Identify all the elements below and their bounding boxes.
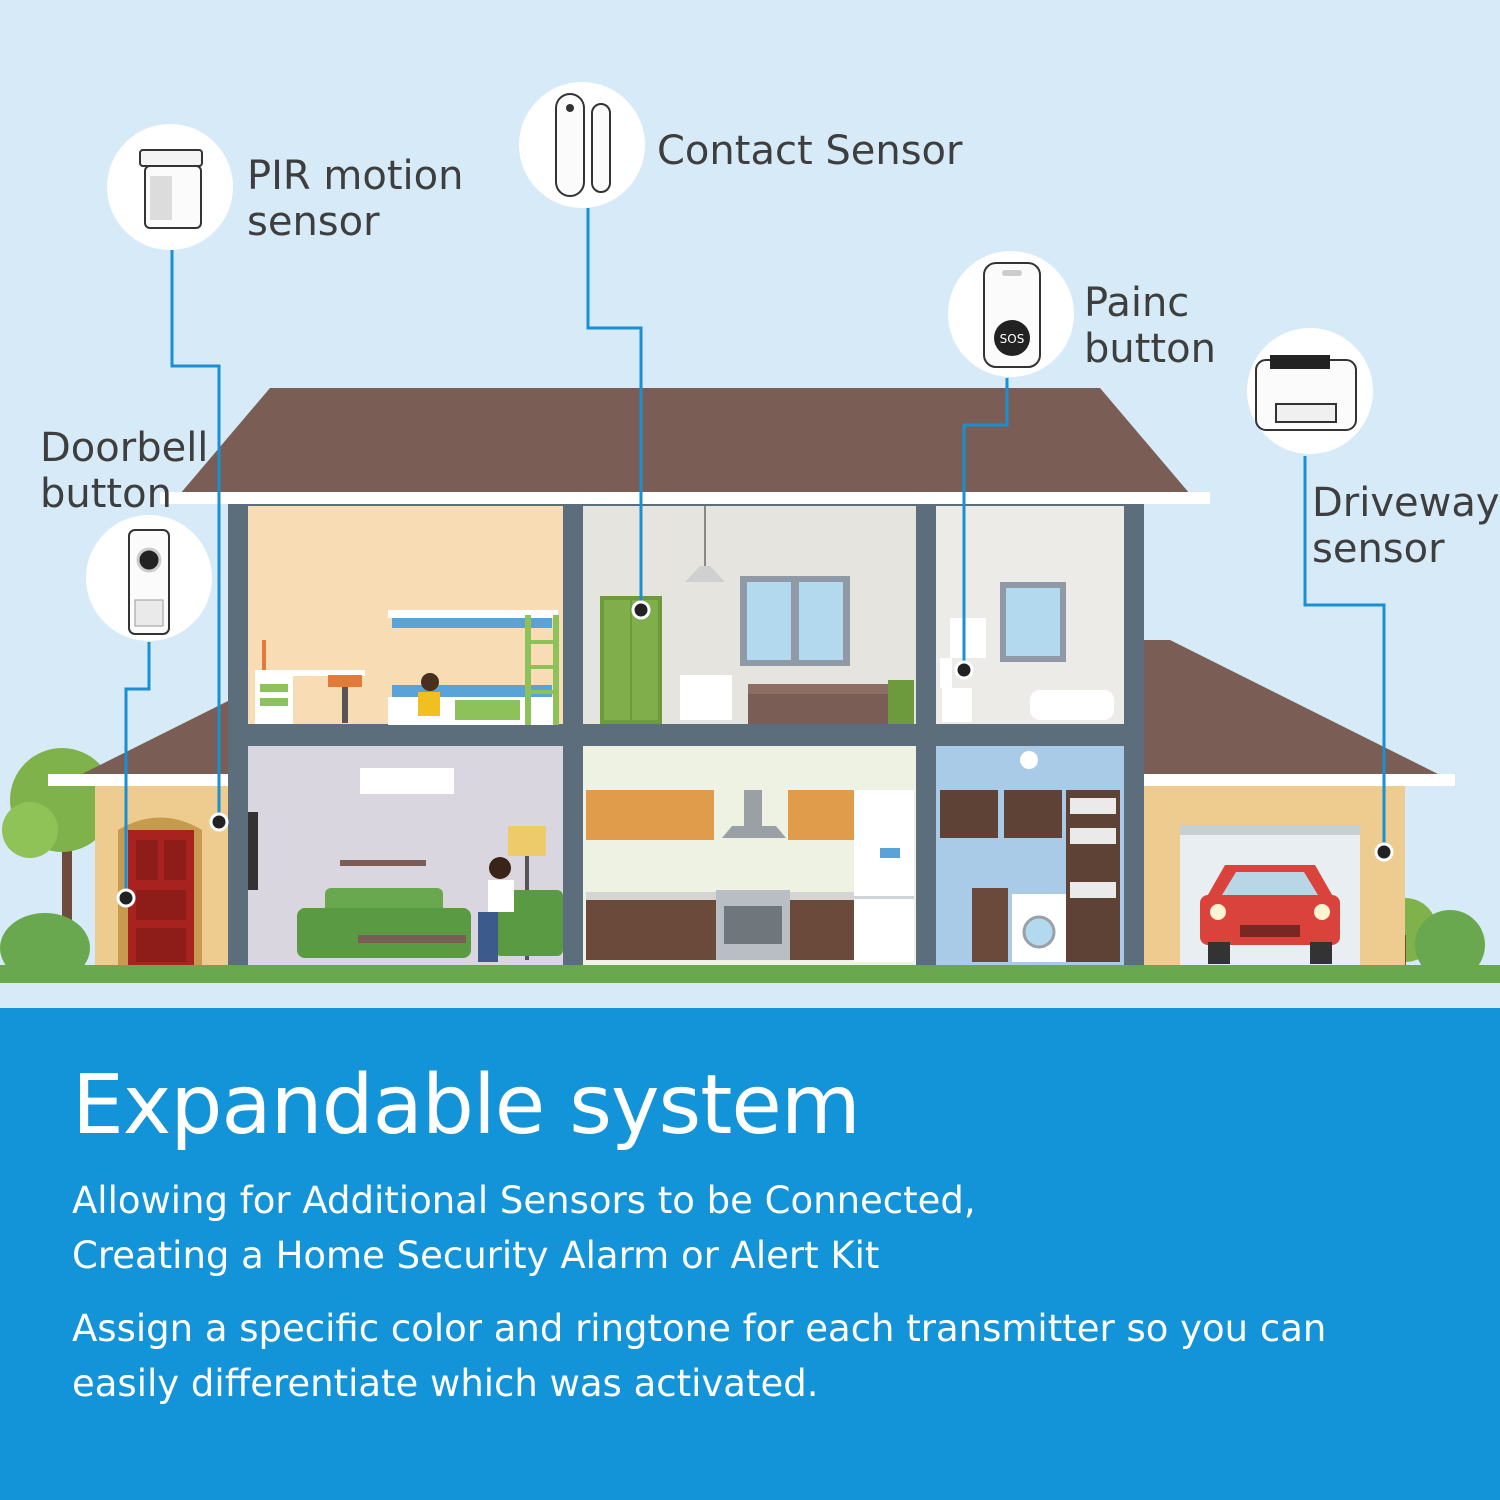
- child-figure: [418, 673, 440, 716]
- contact-sensor-icon: [555, 93, 611, 197]
- connector-lines: [124, 208, 1386, 898]
- towel-radiator: [950, 618, 986, 658]
- pir-connector: [170, 250, 221, 822]
- woman-figure: [478, 857, 514, 962]
- desk: [255, 640, 365, 724]
- banner-description: Assign a specific color and ringtone for…: [72, 1301, 1326, 1411]
- bed: [748, 684, 888, 724]
- panic-button-label: Painc button: [1084, 280, 1216, 372]
- info-banner: Expandable system Allowing for Additiona…: [0, 1008, 1500, 1500]
- nightstand: [888, 680, 914, 724]
- doorbell-button-label: Doorbell button: [40, 425, 208, 517]
- sos-text: SOS: [1000, 332, 1025, 346]
- refrigerator: [854, 790, 914, 962]
- sofa: [297, 888, 471, 958]
- upper-cabinets: [586, 790, 854, 840]
- panic-button-icon: SOS: [983, 262, 1041, 368]
- ceiling-lamp: [685, 506, 725, 582]
- driveway-sensor-label: Driveway sensor: [1312, 480, 1500, 572]
- bunk-bed: [388, 610, 559, 725]
- panic-connector: [962, 378, 1009, 670]
- oven: [716, 890, 790, 960]
- doorbell-connector: [124, 642, 151, 898]
- house-illustration: SOS: [0, 82, 1500, 983]
- pir-sensor-bubble: [107, 124, 233, 250]
- banner-description-line-2: easily differentiate which was activated…: [72, 1362, 819, 1405]
- laundry-cabinets: [940, 790, 1062, 838]
- laundry-lamp: [1020, 751, 1038, 769]
- wall-shelf: [340, 860, 426, 866]
- panic-marker: [954, 660, 974, 680]
- banner-subtitle-line-1: Allowing for Additional Sensors to be Co…: [72, 1179, 976, 1222]
- driveway-marker: [1374, 842, 1394, 862]
- banner-headline: Expandable system: [72, 1058, 861, 1153]
- main-roof: [180, 388, 1190, 494]
- driveway-connector: [1303, 456, 1386, 852]
- washing-machine: [1012, 894, 1066, 962]
- banner-subtitle: Allowing for Additional Sensors to be Co…: [72, 1173, 976, 1283]
- air-conditioner: [360, 768, 454, 794]
- driveway-label-line-2: sensor: [1312, 526, 1445, 572]
- doorbell-icon: [128, 529, 170, 635]
- wardrobe: [600, 596, 662, 724]
- toilet: [940, 658, 972, 722]
- pir-marker: [209, 812, 229, 832]
- bedroom-window: [740, 576, 850, 666]
- panic-label-line-2: button: [1084, 326, 1216, 372]
- contact-connector: [586, 208, 643, 610]
- pir-label-line-2: sensor: [247, 199, 380, 245]
- range-hood: [722, 790, 786, 838]
- tv: [248, 812, 258, 890]
- bathtub: [1030, 690, 1114, 720]
- contact-marker: [631, 600, 651, 620]
- bathroom-window: [1000, 582, 1066, 662]
- sensor-markers: [116, 600, 1394, 908]
- laundry-shelves: [1066, 790, 1120, 962]
- driveway-sensor-icon: [1255, 355, 1357, 431]
- laundry-cart: [972, 888, 1008, 962]
- banner-subtitle-line-2: Creating a Home Security Alarm or Alert …: [72, 1234, 880, 1277]
- panic-label-line-1: Painc: [1084, 280, 1190, 326]
- doorbell-label-line-1: Doorbell: [40, 425, 209, 471]
- contact-sensor-label: Contact Sensor: [657, 128, 962, 174]
- left-wing-roof: [80, 700, 230, 775]
- red-car: [1200, 865, 1340, 964]
- doorbell-marker: [116, 888, 136, 908]
- doorbell-label-line-2: button: [40, 471, 172, 517]
- driveway-label-line-1: Driveway: [1312, 480, 1500, 526]
- coffee-table: [358, 935, 466, 943]
- radiator: [680, 675, 732, 720]
- garage-roof: [1140, 640, 1440, 775]
- pir-label-line-1: PIR motion: [247, 153, 464, 199]
- doorbell-button-bubble: [86, 515, 212, 641]
- pir-sensor-label: PIR motion sensor: [247, 153, 463, 245]
- banner-description-line-1: Assign a specific color and ringtone for…: [72, 1307, 1327, 1350]
- contact-label-line-1: Contact Sensor: [657, 128, 963, 174]
- front-door: [118, 817, 202, 970]
- contact-sensor-bubble: [519, 82, 645, 208]
- driveway-sensor-bubble: [1247, 328, 1373, 454]
- pir-sensor-icon: [139, 149, 203, 229]
- panic-button-bubble: SOS: [948, 251, 1074, 377]
- grass: [0, 965, 1500, 983]
